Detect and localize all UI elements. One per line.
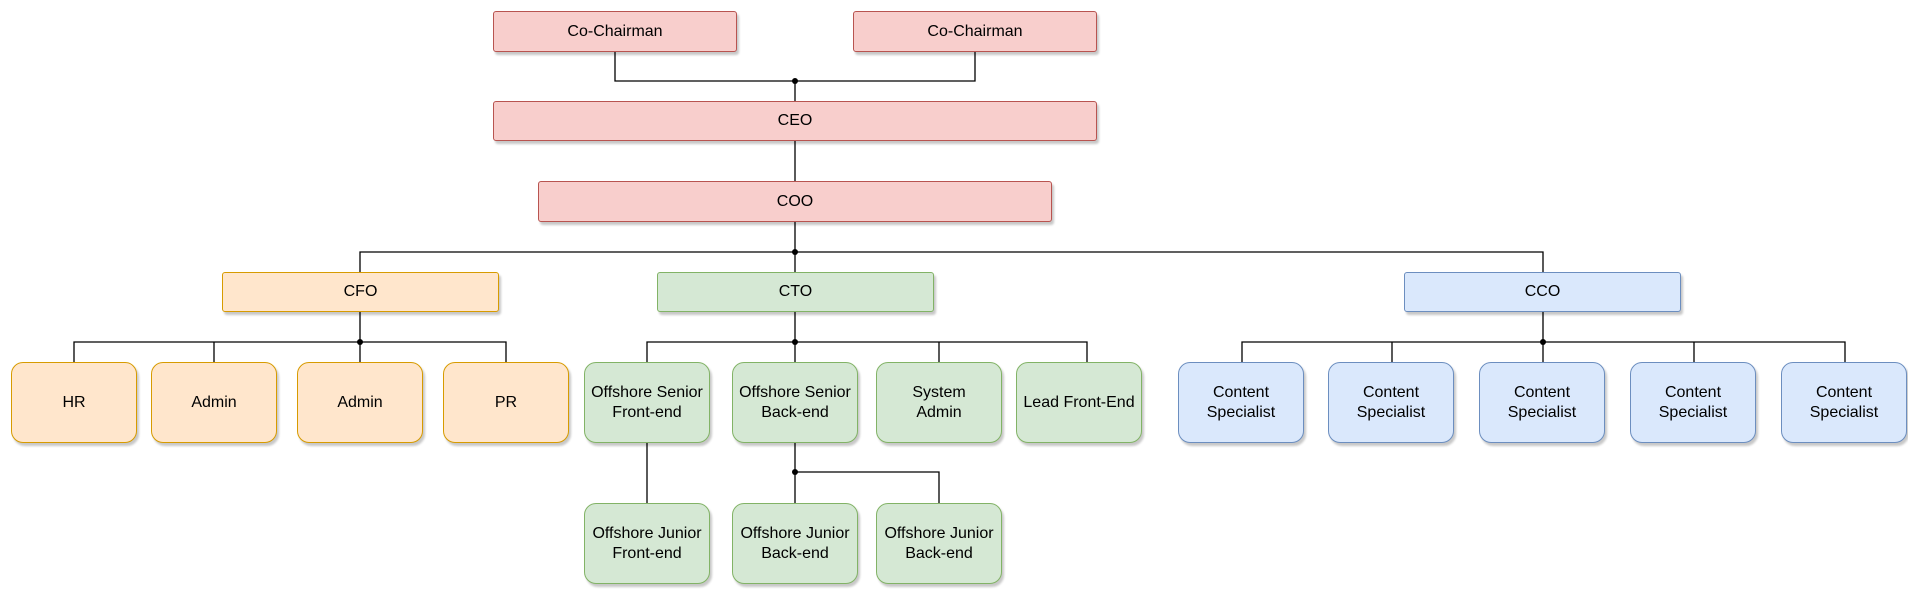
node-label: Content Specialist: [1356, 383, 1426, 421]
node-pr: PR: [443, 362, 569, 443]
junction-dot-cfo: [357, 339, 363, 345]
connector-cco-team: [1241, 312, 1846, 362]
node-label: Content Specialist: [1206, 383, 1276, 421]
node-ceo: CEO: [493, 101, 1097, 141]
connector-cto-team: [646, 312, 1088, 362]
node-label: Content Specialist: [1507, 383, 1577, 421]
node-admin-2: Admin: [297, 362, 423, 443]
connector-cfo-team: [73, 312, 507, 362]
node-label: Offshore Junior Front-end: [592, 524, 702, 562]
connector-coo-cxo: [359, 222, 1544, 272]
node-content-specialist-4: Content Specialist: [1630, 362, 1756, 443]
node-label: Co-Chairman: [927, 22, 1023, 40]
node-label: HR: [62, 393, 86, 411]
node-content-specialist-3: Content Specialist: [1479, 362, 1605, 443]
junction-dot-ceo: [792, 78, 798, 84]
node-label: Offshore Senior Front-end: [591, 383, 703, 421]
node-label: Offshore Senior Back-end: [739, 383, 851, 421]
node-label: Offshore Junior Back-end: [884, 524, 994, 562]
connector-co-chairmen-ceo: [614, 52, 976, 101]
node-senior-back-end: Offshore Senior Back-end: [732, 362, 858, 443]
node-coo: COO: [538, 181, 1052, 222]
node-label: CTO: [778, 283, 813, 300]
node-label: Content Specialist: [1809, 383, 1879, 421]
node-senior-front-end: Offshore Senior Front-end: [584, 362, 710, 443]
node-junior-back-end-2: Offshore Junior Back-end: [876, 503, 1002, 584]
junction-dot-cto: [792, 339, 798, 345]
node-label: Admin: [337, 393, 383, 411]
node-junior-front-end: Offshore Junior Front-end: [584, 503, 710, 584]
node-lead-front-end: Lead Front-End: [1016, 362, 1142, 443]
node-co-chairman-right: Co-Chairman: [853, 11, 1097, 52]
node-system-admin: System Admin: [876, 362, 1002, 443]
node-label: Co-Chairman: [567, 22, 663, 40]
junction-dot-back-end: [792, 469, 798, 475]
node-cfo: CFO: [222, 272, 499, 312]
node-junior-back-end-1: Offshore Junior Back-end: [732, 503, 858, 584]
node-content-specialist-5: Content Specialist: [1781, 362, 1907, 443]
node-label: Content Specialist: [1658, 383, 1728, 421]
node-cto: CTO: [657, 272, 934, 312]
node-label: PR: [494, 393, 518, 411]
node-label: COO: [776, 192, 814, 210]
node-label: CCO: [1524, 283, 1561, 300]
node-label: System Admin: [912, 383, 966, 421]
junction-dot-coo: [792, 249, 798, 255]
node-hr: HR: [11, 362, 137, 443]
node-label: Lead Front-End: [1023, 393, 1135, 411]
node-label: CFO: [343, 283, 378, 300]
node-admin-1: Admin: [151, 362, 277, 443]
node-label: Offshore Junior Back-end: [740, 524, 850, 562]
connector-back-end-juniors: [794, 443, 940, 503]
node-label: Admin: [191, 393, 237, 411]
node-cco: CCO: [1404, 272, 1681, 312]
node-content-specialist-2: Content Specialist: [1328, 362, 1454, 443]
node-content-specialist-1: Content Specialist: [1178, 362, 1304, 443]
node-label: CEO: [777, 112, 813, 129]
node-co-chairman-left: Co-Chairman: [493, 11, 737, 52]
junction-dot-cco: [1540, 339, 1546, 345]
